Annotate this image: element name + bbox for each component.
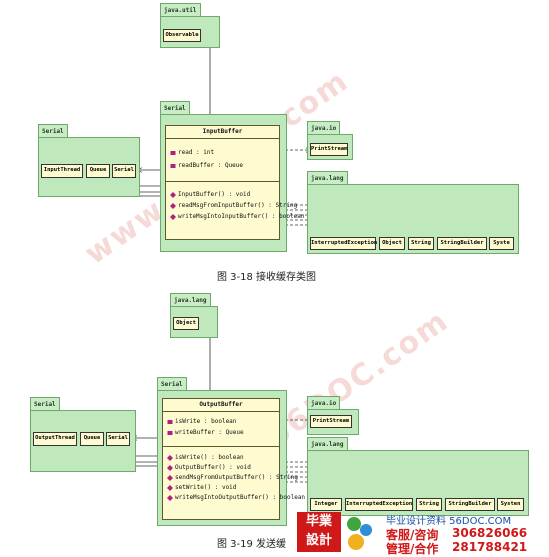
- class-name: OutputBuffer: [163, 399, 279, 412]
- operations-section: isWrite() : boolean OutputBuffer() : voi…: [163, 447, 305, 505]
- method-icon: [167, 484, 173, 491]
- package-java-io-label: java.io: [307, 121, 341, 135]
- operation-row: setWrite() : void: [167, 483, 275, 492]
- operation-row: isWrite() : boolean: [167, 453, 275, 462]
- class-serial: Serial: [106, 432, 130, 446]
- package-java-lang-label: java.lang: [307, 437, 348, 451]
- ad-logo-line: 毕業: [305, 514, 332, 529]
- ad-logo: 毕業 設計: [297, 512, 341, 552]
- figure-caption: 图 3-18 接收缓存类图: [217, 272, 317, 283]
- attribute-row: readBuffer : Queue: [170, 161, 275, 170]
- class-serial: Serial: [112, 164, 136, 178]
- class-integer: Integer: [310, 498, 342, 511]
- class-inputthread: InputThread: [41, 164, 83, 178]
- class-interruptedexception: InterruptedException: [345, 498, 413, 511]
- ad-label: 客服/咨询: [386, 528, 439, 542]
- field-icon: [170, 150, 176, 156]
- class-stringbuilder: StringBuilder: [445, 498, 495, 511]
- attribute-row: writeBuffer : Queue: [167, 428, 275, 437]
- figure-caption: 图 3-19 发送缓: [217, 539, 287, 550]
- class-printstream: PrintStream: [310, 143, 348, 156]
- class-outputbuffer: OutputBuffer isWrite : boolean writeBuff…: [162, 398, 305, 520]
- package-java-io-label: java.io: [307, 396, 341, 410]
- field-icon: [167, 430, 173, 436]
- class-outputthread: OutputThread: [33, 432, 77, 446]
- class-system: Syste: [489, 237, 514, 250]
- class-object: Object: [379, 237, 405, 250]
- chat-icon: [344, 514, 374, 552]
- class-inputbuffer: InputBuffer read : int readBuffer : Queu…: [165, 125, 304, 240]
- package-serial-left-label: Serial: [30, 397, 60, 411]
- operation-row: writeMsgIntoInputBuffer() : boolean: [170, 212, 304, 221]
- method-icon: [167, 464, 173, 471]
- operation-row: OutputBuffer() : void: [167, 463, 275, 472]
- class-object: Object: [173, 317, 199, 330]
- class-string: String: [416, 498, 442, 511]
- field-icon: [170, 163, 176, 169]
- method-icon: [167, 454, 173, 461]
- method-icon: [170, 202, 176, 209]
- operation-row: sendMsgFromOutputBuffer() : String: [167, 473, 298, 482]
- operation-row: InputBuffer() : void: [170, 190, 275, 199]
- operation-row: readMsgFromInputBuffer() : String: [170, 201, 297, 210]
- class-string: String: [408, 237, 434, 250]
- package-java-lang-top-label: java.lang: [170, 293, 211, 307]
- ad-slogan: 毕业设计资料 56DOC.COM: [386, 516, 512, 527]
- attributes-section: isWrite : boolean writeBuffer : Queue: [163, 412, 279, 447]
- attributes-section: read : int readBuffer : Queue: [166, 139, 279, 182]
- attribute-row: read : int: [170, 148, 275, 157]
- package-serial-main-label: Serial: [160, 101, 190, 115]
- class-queue: Queue: [86, 164, 110, 178]
- method-icon: [170, 213, 176, 220]
- class-queue: Queue: [80, 432, 104, 446]
- class-stringbuilder: StringBuilder: [437, 237, 487, 250]
- ad-label: 管理/合作: [386, 542, 439, 556]
- class-observable: Observable: [163, 29, 201, 42]
- class-interruptedexception: InterruptedException: [310, 237, 377, 250]
- class-system: Systen: [497, 498, 524, 511]
- package-java-util-label: java.util: [160, 3, 201, 17]
- ad-phone: 306826066: [452, 526, 528, 540]
- field-icon: [167, 419, 173, 425]
- method-icon: [167, 474, 173, 481]
- attribute-row: isWrite : boolean: [167, 417, 275, 426]
- package-java-lang-label: java.lang: [307, 171, 348, 185]
- operations-section: InputBuffer() : void readMsgFromInputBuf…: [166, 182, 304, 224]
- package-serial-left-label: Serial: [38, 124, 68, 138]
- class-name: InputBuffer: [166, 126, 279, 139]
- method-icon: [170, 191, 176, 198]
- ad-phone: 281788421: [452, 540, 528, 554]
- operation-row: writeMsgIntoOutputBuffer() : boolean: [167, 493, 305, 502]
- ad-logo-line: 設計: [305, 533, 332, 548]
- package-serial-main-label: Serial: [157, 377, 187, 391]
- class-printstream: PrintStream: [310, 415, 352, 428]
- method-icon: [167, 494, 173, 501]
